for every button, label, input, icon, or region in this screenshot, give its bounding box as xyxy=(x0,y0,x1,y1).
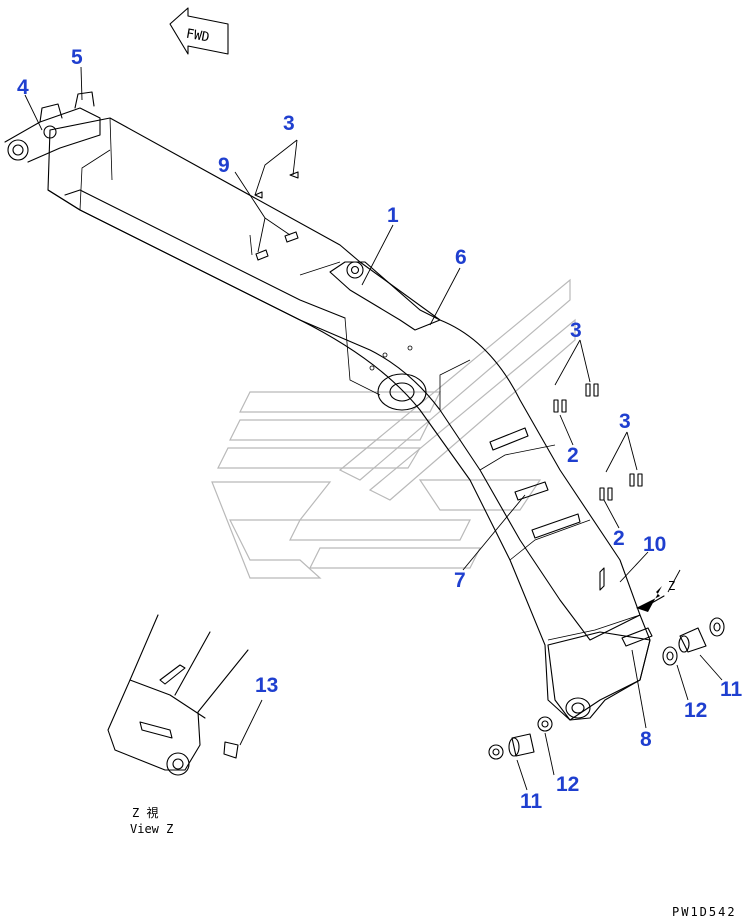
bolt-groups xyxy=(254,171,643,591)
leader-lines xyxy=(24,66,723,791)
view-label-en: View Z xyxy=(130,822,173,836)
view-marker-z: Z xyxy=(668,579,675,593)
callout-11b: 11 xyxy=(520,790,543,813)
drawing-code: PW1D542 xyxy=(672,905,737,919)
callout-2b: 2 xyxy=(613,527,625,550)
fwd-label: FWD xyxy=(185,27,211,46)
view-z-inset xyxy=(107,614,249,776)
callout-12b: 12 xyxy=(556,773,579,796)
callout-3a: 3 xyxy=(283,112,295,135)
callout-13: 13 xyxy=(255,674,278,697)
callout-10: 10 xyxy=(643,533,666,556)
bushings-right xyxy=(488,617,725,760)
callout-9: 9 xyxy=(218,154,230,177)
callout-7: 7 xyxy=(454,569,466,592)
callout-4: 4 xyxy=(17,76,29,99)
fwd-direction-arrow: FWD xyxy=(169,7,229,55)
callout-1: 1 xyxy=(387,204,399,227)
callout-12a: 12 xyxy=(684,699,707,722)
watermark-logo xyxy=(211,278,576,579)
callout-3b: 3 xyxy=(570,319,582,342)
arm-assembly xyxy=(4,91,665,721)
callout-3c: 3 xyxy=(619,410,631,433)
callout-2a: 2 xyxy=(567,444,579,467)
callout-8: 8 xyxy=(640,728,652,751)
callout-5: 5 xyxy=(71,46,83,69)
callouts: 5 4 3 9 1 6 3 2 3 2 10 7 11 12 8 12 11 1… xyxy=(17,46,743,813)
callout-11a: 11 xyxy=(720,678,743,701)
callout-6: 6 xyxy=(455,246,467,269)
view-label-jp: Z 視 xyxy=(132,805,158,820)
